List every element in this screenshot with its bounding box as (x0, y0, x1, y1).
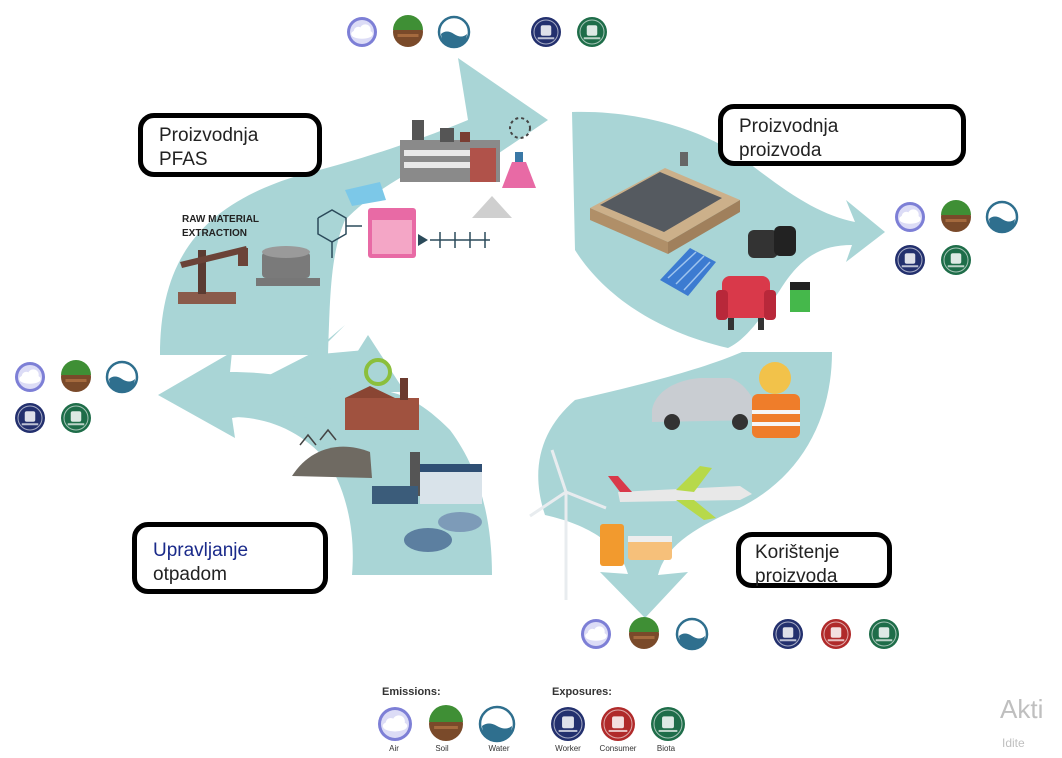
oil-pump-illustration (178, 246, 248, 304)
cosmetics-illustration (600, 524, 672, 566)
biota-icon (869, 619, 899, 649)
water-icon (437, 15, 471, 49)
biota-icon (61, 403, 91, 433)
watermark-line2: Idite (1002, 736, 1025, 750)
worker-icon (531, 17, 561, 47)
chemical-powder-illustration (472, 117, 536, 218)
soil-icon (393, 15, 423, 47)
landfill-illustration (292, 428, 372, 478)
car-illustration (652, 378, 760, 430)
solar-panel-illustration (660, 248, 716, 296)
water-icon (985, 200, 1019, 234)
biota-icon (651, 707, 685, 741)
legend-caption-biota: Biota (656, 744, 676, 753)
worker-icon (773, 619, 803, 649)
factory-illustration (400, 120, 500, 182)
stage-label-line2: otpadom (153, 564, 227, 585)
stage-label-line1: Upravljanje (153, 540, 249, 561)
biota-icon (577, 17, 607, 47)
legend-caption-air: Air (389, 744, 399, 753)
air-icon (15, 362, 45, 392)
stage-label-line2: PFAS (159, 149, 208, 170)
manufacturing-plant-illustration (590, 152, 740, 254)
watermark-line1: Akti (1000, 694, 1044, 724)
air-icon (347, 17, 377, 47)
battery-illustration (790, 282, 810, 312)
biota-icon (941, 245, 971, 275)
legend-exposures-title: Exposures: (552, 686, 612, 698)
water-icon (478, 705, 516, 743)
air-icon (581, 619, 611, 649)
legend-caption-worker: Worker (555, 744, 581, 753)
storage-tank-illustration (256, 246, 320, 286)
water-icon (675, 617, 709, 651)
recycling-illustration (364, 358, 392, 386)
stage-label-line1: Proizvodnja (739, 116, 839, 137)
arrow-waste-head (158, 352, 365, 438)
stage-label-line1: Korištenje (755, 542, 840, 563)
air-icon (378, 707, 412, 741)
water-icon (105, 360, 139, 394)
legend-caption-soil: Soil (435, 744, 449, 753)
stage-label-product-use: Korištenje proizvoda (736, 532, 892, 588)
stage-label-line2: proizvoda (739, 140, 822, 161)
consumer-icon (601, 707, 635, 741)
raw-material-label: RAW MATERIAL (182, 214, 259, 225)
soil-icon (941, 200, 971, 232)
treatment-plant-illustration (372, 452, 482, 552)
soil-icon (429, 705, 463, 741)
legend-caption-water: Water (488, 744, 510, 753)
molecule-illustration (317, 209, 490, 258)
stage-label-line1: Proizvodnja (159, 125, 259, 146)
worker-illustration (752, 362, 800, 438)
soil-icon (61, 360, 91, 392)
legend-emissions-title: Emissions: (382, 686, 441, 698)
wind-turbine-illustration (529, 449, 607, 600)
machine-part-illustration (748, 226, 796, 258)
reactor-flask-illustration (345, 182, 428, 258)
incinerator-illustration (345, 378, 419, 430)
arrow-product-manufacturing (572, 111, 885, 348)
stage-label-waste-management: Upravljanje otpadom (132, 522, 328, 594)
consumer-icon (821, 619, 851, 649)
soil-icon (629, 617, 659, 649)
armchair-illustration (716, 276, 776, 330)
stage-label-line2: proizvoda (755, 566, 838, 587)
extraction-label: EXTRACTION (182, 228, 247, 239)
stage-label-pfas-production: Proizvodnja PFAS (138, 113, 322, 177)
worker-icon (551, 707, 585, 741)
worker-icon (895, 245, 925, 275)
legend-caption-consumer: Consumer (599, 744, 637, 753)
air-icon (895, 202, 925, 232)
worker-icon (15, 403, 45, 433)
stage-label-product-manufacturing: Proizvodnja proizvoda (718, 104, 966, 166)
airplane-illustration (608, 466, 752, 520)
